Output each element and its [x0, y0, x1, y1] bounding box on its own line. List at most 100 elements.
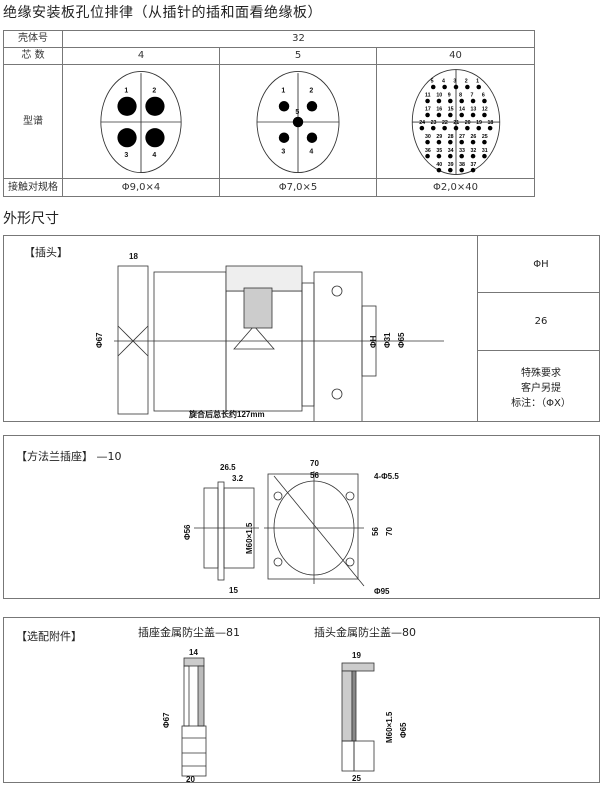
- pin-label: 21: [453, 119, 459, 125]
- pin-dot: [475, 125, 481, 130]
- h-label: ΦH: [477, 236, 600, 293]
- contact-40: Φ2,0×40: [376, 178, 535, 197]
- pin-label: 17: [424, 106, 430, 112]
- dim-dh: ΦH: [369, 335, 378, 348]
- dim-70-w: 70: [310, 459, 319, 468]
- dim-m60: M60×1.5: [245, 522, 254, 554]
- pin-dot: [453, 125, 458, 130]
- pin-dot: [458, 167, 464, 172]
- pin-dot: [447, 98, 453, 103]
- socket-suffix: —10: [96, 450, 122, 463]
- contact-4: Φ9,0×4: [62, 178, 220, 197]
- pin-diagram-4: 1 2 3 4: [100, 70, 182, 173]
- dim-d56: Φ56: [183, 524, 192, 540]
- pin-label: 3: [281, 148, 285, 155]
- pin-label: 33: [459, 147, 465, 153]
- pin-label: 1: [281, 87, 285, 94]
- plug-cap-title: 插头金属防尘盖—80: [314, 626, 416, 639]
- pin-label: 37: [470, 161, 476, 167]
- dim-56-w: 56: [310, 471, 319, 480]
- contact-5: Φ7,0×5: [219, 178, 377, 197]
- note-line-1: 特殊要求: [521, 367, 561, 379]
- pin-dot: [481, 153, 487, 158]
- pin-dot: [458, 139, 464, 144]
- shell-label: 壳体号: [3, 30, 63, 48]
- dim-70-h: 70: [385, 527, 394, 536]
- pin-dot: [487, 125, 492, 130]
- dim-width: 18: [129, 252, 138, 261]
- socket-cap-drawing: 14 Φ67 20: [162, 648, 207, 783]
- pin-label: 5: [430, 78, 433, 84]
- pin-label: 32: [470, 147, 476, 153]
- shell-value: 32: [62, 30, 535, 48]
- pin-dot: [475, 84, 481, 89]
- pin-dot: [470, 153, 475, 158]
- socket-drawing: 26.5 3.2 Φ56 M60×1.5 15 70 56 4-Φ5.5 56 …: [183, 459, 399, 596]
- pin-dot: [419, 125, 424, 130]
- contact-label: 接触对规格: [3, 178, 63, 197]
- note-line-2: 客户另提: [521, 382, 561, 394]
- socket-label: 【方法兰插座】 —10: [16, 448, 122, 464]
- pin-dot: [453, 84, 458, 89]
- cores-40: 40: [376, 47, 535, 65]
- pin-dot: [481, 98, 487, 103]
- plug-label: 【插头】: [24, 246, 68, 259]
- pin-label: 13: [470, 106, 476, 112]
- dim-d31: Φ31: [383, 332, 392, 348]
- pin-label: 4: [442, 78, 445, 84]
- dim-25: 25: [352, 774, 361, 783]
- pin-dot: [441, 125, 447, 130]
- pin-dot: [447, 112, 453, 117]
- pin-dot: [424, 139, 430, 144]
- pin-label: 3: [453, 78, 456, 84]
- pin-dot: [424, 112, 430, 117]
- socket-section: 【方法兰插座】 —10 26.5 3.2 Φ56 M60×1.5 15 70 5…: [3, 435, 600, 599]
- pin-label: 14: [459, 106, 465, 112]
- pin-dot: [436, 153, 441, 158]
- pin-label: 35: [436, 147, 442, 153]
- plug-drawing: 18 Φ67 ΦH Φ31 Φ65 旋合后总长约127mm: [95, 252, 444, 421]
- dim-56-h: 56: [371, 527, 380, 536]
- pin-label: 34: [447, 147, 453, 153]
- pin-label: 2: [152, 87, 156, 94]
- pin-dot: [470, 167, 475, 172]
- accessories-section: 【选配附件】 插座金属防尘盖—81 插头金属防尘盖—80 14 Φ67 20 1…: [3, 617, 600, 783]
- pin-label: 15: [447, 106, 453, 112]
- pin-label: 40: [436, 161, 442, 167]
- pin-dot: [458, 98, 464, 103]
- pin-diagram-5: 1 2 5 3 4: [256, 70, 340, 173]
- pattern-label: 型谱: [3, 64, 63, 179]
- pattern-4: 1 2 3 4: [62, 64, 220, 179]
- pin-dot: [470, 98, 475, 103]
- plug-cap-drawing: 19 M60×1.5 Φ65 25: [341, 651, 408, 783]
- pin-label: 16: [436, 106, 442, 112]
- pin-dot: [424, 98, 430, 103]
- note-line-3: 标注：（ΦX）: [511, 397, 571, 409]
- pattern-5: 1 2 5 3 4: [219, 64, 377, 179]
- socket-label-text: 【方法兰插座】: [16, 450, 93, 463]
- pin-label: 2: [309, 87, 313, 94]
- dim-3-2: 3.2: [232, 474, 244, 483]
- cores-label: 芯 数: [3, 47, 63, 65]
- pin-label: 25: [481, 133, 487, 139]
- pin-dot: [436, 98, 441, 103]
- pin-label: 4: [152, 151, 156, 158]
- dim-m60: M60×1.5: [385, 711, 394, 743]
- pin-dot: [447, 167, 453, 172]
- pin-label: 29: [436, 133, 442, 139]
- accessories-label: 【选配附件】: [16, 630, 82, 643]
- cores-5: 5: [219, 47, 377, 65]
- pin-dot: [436, 112, 441, 117]
- pin-dot: [458, 112, 464, 117]
- cores-4: 4: [62, 47, 220, 65]
- pin-dot: [441, 84, 447, 89]
- pin-label: 22: [442, 119, 448, 125]
- dim-19: 19: [352, 651, 361, 660]
- pin-label: 11: [424, 92, 430, 98]
- pin-dot: [481, 139, 487, 144]
- dim-d67: Φ67: [162, 712, 171, 728]
- pin-label: 4: [309, 148, 313, 155]
- pin-label: 6: [481, 92, 484, 98]
- dim-d67: Φ67: [95, 332, 104, 348]
- pin-label: 1: [124, 87, 128, 94]
